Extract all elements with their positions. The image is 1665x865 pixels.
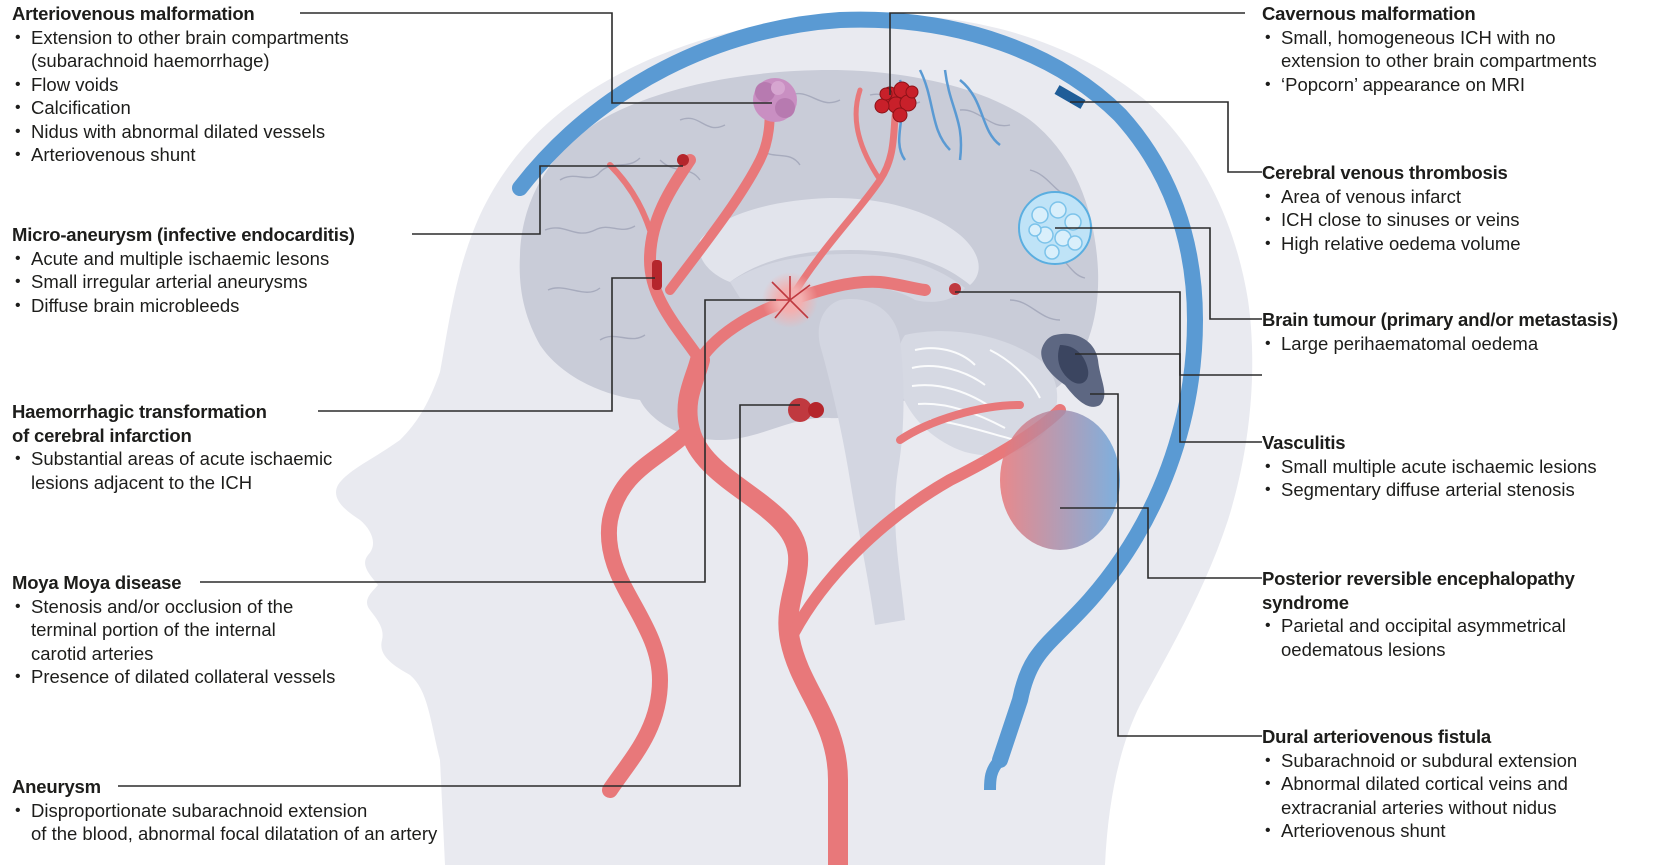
bullet-continuation: carotid arteries (12, 642, 335, 666)
bullet-item: Flow voids (12, 73, 349, 97)
annotation-arteriovenous-malformation: Arteriovenous malformation Extension to … (12, 2, 349, 167)
annotation-aneurysm: Aneurysm Disproportionate subarachnoid e… (12, 775, 437, 846)
bullet-item: ICH close to sinuses or veins (1262, 208, 1521, 232)
pres-lesion (1000, 410, 1120, 550)
bullet-item: Calcification (12, 96, 349, 120)
bullet-item: Segmentary diffuse arterial stenosis (1262, 478, 1597, 502)
annotation-title: Haemorrhagic transformation (12, 400, 332, 424)
annotation-title: Cavernous malformation (1262, 2, 1597, 26)
annotation-title: Moya Moya disease (12, 571, 335, 595)
bullet-item: Small multiple acute ischaemic lesions (1262, 455, 1597, 479)
micro-aneurysm-1 (677, 154, 689, 166)
bullet-continuation: of the blood, abnormal focal dilatation … (12, 822, 437, 846)
bullet-item: Arteriovenous shunt (12, 143, 349, 167)
bullet-item: Abnormal dilated cortical veins and (1262, 772, 1577, 796)
annotation-cerebral-venous-thrombosis: Cerebral venous thrombosis Area of venou… (1262, 161, 1521, 255)
bullet-item: Small, homogeneous ICH with no (1262, 26, 1597, 50)
annotation-title: Cerebral venous thrombosis (1262, 161, 1521, 185)
bullet-item: Subarachnoid or subdural extension (1262, 749, 1577, 773)
annotation-title-continuation: syndrome (1262, 591, 1575, 615)
annotation-title-continuation: of cerebral infarction (12, 424, 332, 448)
bullet-item: Extension to other brain compartments (12, 26, 349, 50)
annotation-micro-aneurysm: Micro-aneurysm (infective endocarditis) … (12, 223, 355, 317)
annotation-brain-tumour: Brain tumour (primary and/or metastasis)… (1262, 308, 1618, 355)
annotation-vasculitis: Vasculitis Small multiple acute ischaemi… (1262, 431, 1597, 502)
annotation-cavernous-malformation: Cavernous malformation Small, homogeneou… (1262, 2, 1597, 96)
bullet-item: Large perihaematomal oedema (1262, 332, 1618, 356)
annotation-title: Posterior reversible encephalopathy (1262, 567, 1575, 591)
annotation-moya-moya: Moya Moya disease Stenosis and/or occlus… (12, 571, 335, 689)
bullet-item: Parietal and occipital asymmetrical (1262, 614, 1575, 638)
micro-aneurysm-2 (652, 260, 662, 290)
bullet-item: Nidus with abnormal dilated vessels (12, 120, 349, 144)
annotation-pres: Posterior reversible encephalopathy synd… (1262, 567, 1575, 661)
bullet-item: Arteriovenous shunt (1262, 819, 1577, 843)
annotation-title: Micro-aneurysm (infective endocarditis) (12, 223, 355, 247)
annotation-haemorrhagic-transformation: Haemorrhagic transformation of cerebral … (12, 400, 332, 494)
bullet-item: High relative oedema volume (1262, 232, 1521, 256)
bullet-continuation: extension to other brain compartments (1262, 49, 1597, 73)
bullet-item: Acute and multiple ischaemic lesons (12, 247, 355, 271)
bullet-item: Stenosis and/or occlusion of the (12, 595, 335, 619)
annotation-title: Arteriovenous malformation (12, 2, 349, 26)
bullet-item: Small irregular arterial aneurysms (12, 270, 355, 294)
bullet-continuation: terminal portion of the internal (12, 618, 335, 642)
annotation-title: Vasculitis (1262, 431, 1597, 455)
bullet-item: Diffuse brain microbleeds (12, 294, 355, 318)
bullet-continuation: extracranial arteries without nidus (1262, 796, 1577, 820)
bullet-continuation: lesions adjacent to the ICH (12, 471, 332, 495)
bullet-item: Disproportionate subarachnoid extension (12, 799, 437, 823)
avm-nidus (753, 78, 797, 122)
annotation-title: Brain tumour (primary and/or metastasis) (1262, 308, 1618, 332)
annotation-title: Dural arteriovenous fistula (1262, 725, 1577, 749)
bullet-item: Area of venous infarct (1262, 185, 1521, 209)
annotation-dural-av-fistula: Dural arteriovenous fistula Subarachnoid… (1262, 725, 1577, 843)
bullet-continuation: oedematous lesions (1262, 638, 1575, 662)
bullet-continuation: (subarachnoid haemorrhage) (12, 49, 349, 73)
bullet-item: Substantial areas of acute ischaemic (12, 447, 332, 471)
annotation-title: Aneurysm (12, 775, 437, 799)
bullet-item: ‘Popcorn’ appearance on MRI (1262, 73, 1597, 97)
bullet-item: Presence of dilated collateral vessels (12, 665, 335, 689)
